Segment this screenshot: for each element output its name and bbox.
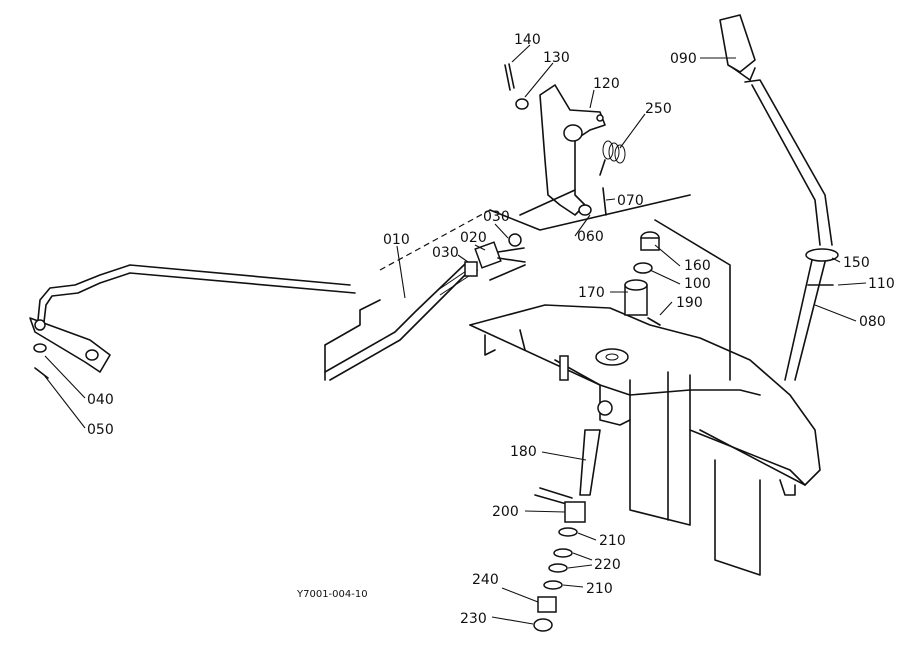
label-030-upper: 030 [483,209,510,225]
part-labels: 140 130 120 090 250 070 060 010 030 020 … [87,32,895,627]
lever-plate [504,63,607,216]
figure-code: Y7001-004-10 [296,589,368,600]
label-240: 240 [472,572,499,588]
label-230: 230 [460,611,487,627]
mounting-panel [324,189,691,381]
linkage-rod [29,263,471,381]
label-070: 070 [617,193,644,209]
label-210-upper: 210 [599,533,626,549]
label-110: 110 [868,276,895,292]
label-030-lower: 030 [432,245,459,261]
spring [599,140,626,176]
frame-plate [469,219,821,576]
label-100: 100 [684,276,711,292]
label-090: 090 [670,51,697,67]
label-020: 020 [460,230,487,246]
label-060: 060 [577,229,604,245]
label-200: 200 [492,504,519,520]
pivot-stack [624,231,661,326]
lower-shaft-stack [533,429,601,632]
label-130: 130 [543,50,570,66]
label-170: 170 [578,285,605,301]
label-150: 150 [843,255,870,271]
shift-lever [719,14,839,381]
label-250: 250 [645,101,672,117]
label-210-lower: 210 [586,581,613,597]
leader-lines [43,44,867,625]
label-120: 120 [593,76,620,92]
label-050: 050 [87,422,114,438]
label-160: 160 [684,258,711,274]
label-140: 140 [514,32,541,48]
label-220: 220 [594,557,621,573]
label-180: 180 [510,444,537,460]
label-080: 080 [859,314,886,330]
label-010: 010 [383,232,410,248]
label-190: 190 [676,295,703,311]
label-040: 040 [87,392,114,408]
